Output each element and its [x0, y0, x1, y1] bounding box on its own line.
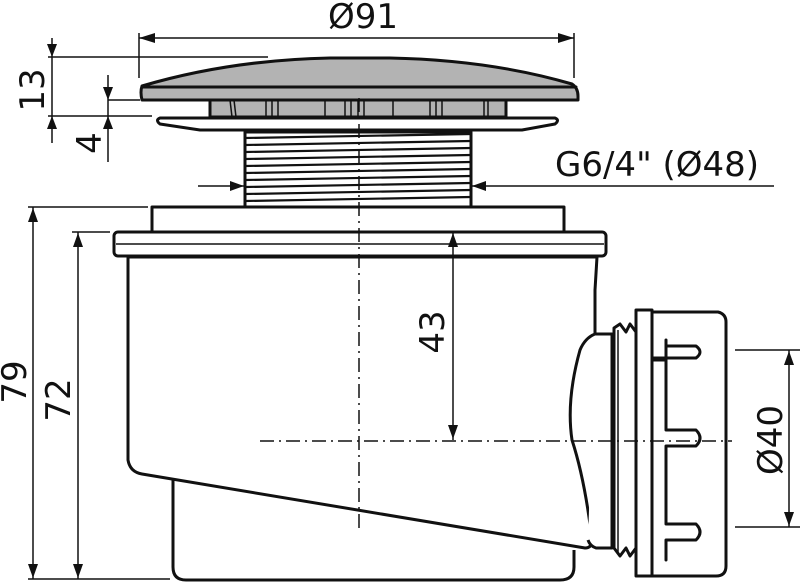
threaded-neck [243, 130, 473, 209]
drain-cap [139, 56, 580, 102]
label-cap-gap: 4 [70, 132, 110, 154]
label-cap-height: 13 [13, 68, 53, 111]
dim-cap-gap: 4 [70, 75, 140, 162]
drain-body [112, 205, 608, 582]
dim-body-height: 72 [39, 231, 110, 579]
dim-outlet-depth: 43 [413, 232, 458, 440]
label-total-height: 79 [0, 360, 35, 403]
dim-cap-height: 13 [13, 38, 268, 143]
label-thread: G6/4" (Ø48) [555, 145, 759, 185]
label-cap-diameter: Ø91 [328, 0, 398, 37]
dim-cap-diameter: Ø91 [138, 0, 575, 78]
dim-outlet-diameter: Ø40 [735, 349, 800, 528]
support-ring [156, 116, 559, 132]
cap-grill [208, 98, 508, 119]
dim-thread: G6/4" (Ø48) [198, 145, 774, 191]
label-outlet-diameter: Ø40 [751, 405, 791, 475]
outlet-nut [586, 308, 728, 578]
label-body-height: 72 [39, 378, 79, 421]
dim-total-height: 79 [0, 206, 170, 580]
label-outlet-depth: 43 [413, 310, 453, 353]
